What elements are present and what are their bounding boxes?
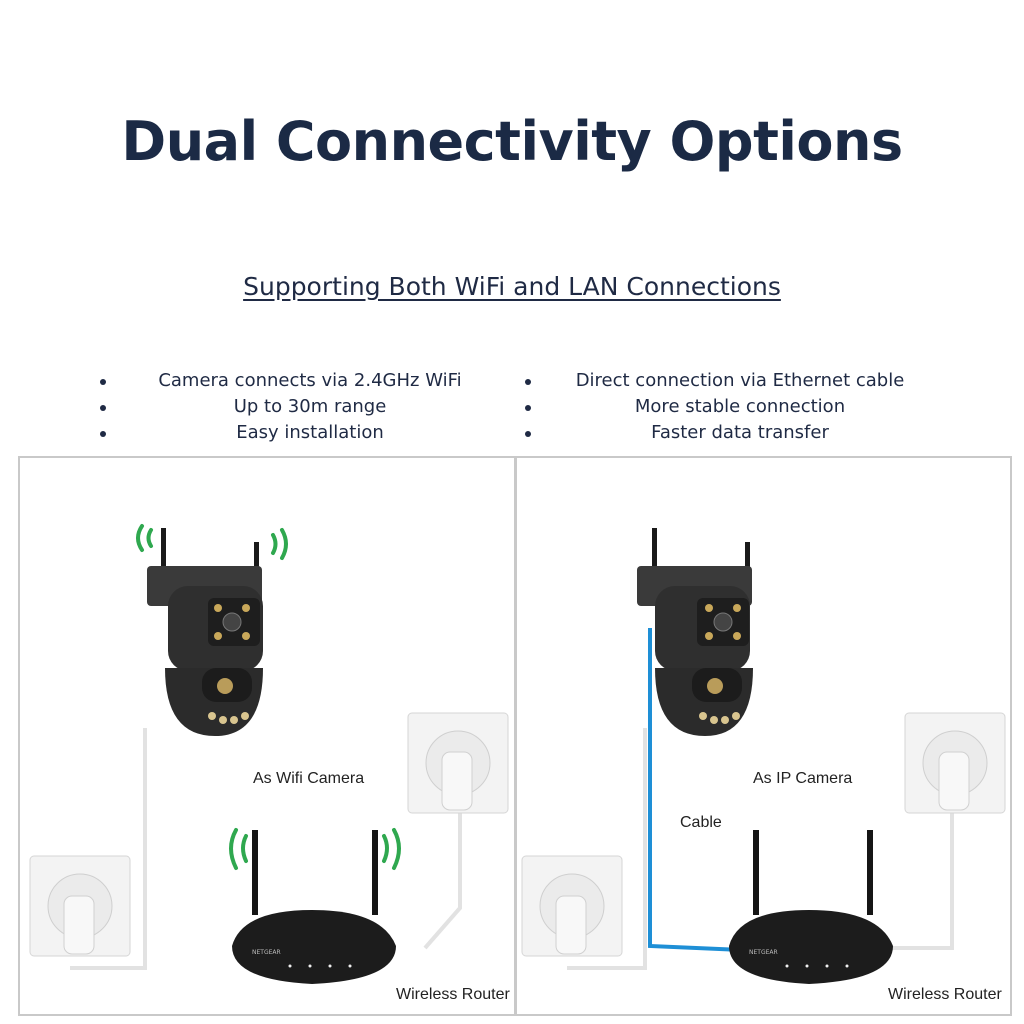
- bullet-icon: [100, 379, 106, 385]
- bullet-icon: [525, 405, 531, 411]
- bullet-icon: [100, 431, 106, 437]
- security-camera-icon: [637, 528, 753, 736]
- router-brand: NETGEAR: [749, 949, 778, 956]
- router-brand: NETGEAR: [252, 949, 281, 956]
- list-item: Faster data transfer: [510, 420, 980, 446]
- lan-diagram-panel: NETGEAR As IP Camera Cable Wireless Rout…: [515, 456, 1012, 1016]
- bullet-icon: [100, 405, 106, 411]
- bullet-icon: [525, 431, 531, 437]
- page-title: Dual Connectivity Options: [121, 110, 903, 173]
- wall-socket-icon: [29, 855, 131, 957]
- camera-mode-label: As IP Camera: [753, 770, 853, 787]
- list-item: Camera connects via 2.4GHz WiFi: [80, 368, 530, 394]
- lan-feature-list: Direct connection via Ethernet cable Mor…: [510, 368, 980, 446]
- wifi-signal-icon: [229, 828, 401, 870]
- wall-socket-icon: [407, 712, 509, 814]
- wifi-feature-list: Camera connects via 2.4GHz WiFi Up to 30…: [80, 368, 530, 446]
- wifi-diagram-panel: NETGEAR As Wifi Camera Wireless Router: [18, 456, 516, 1016]
- camera-mode-label: As Wifi Camera: [253, 770, 365, 787]
- wireless-router-icon: NETGEAR: [232, 830, 396, 984]
- list-item: More stable connection: [510, 394, 980, 420]
- list-item: Easy installation: [80, 420, 530, 446]
- bullet-icon: [525, 379, 531, 385]
- wifi-diagram: NETGEAR: [29, 524, 509, 984]
- cable-label: Cable: [680, 814, 722, 831]
- router-label: Wireless Router: [396, 986, 510, 1003]
- list-item: Up to 30m range: [80, 394, 530, 420]
- list-item: Direct connection via Ethernet cable: [510, 368, 980, 394]
- wall-socket-icon: [904, 712, 1006, 814]
- wifi-signal-icon: [136, 524, 288, 560]
- lan-diagram: NETGEAR: [521, 528, 1006, 984]
- wireless-router-icon: NETGEAR: [729, 830, 893, 984]
- ethernet-cable: [648, 628, 743, 952]
- router-label: Wireless Router: [888, 986, 1002, 1003]
- wall-socket-icon: [521, 855, 623, 957]
- security-camera-icon: [147, 528, 263, 736]
- page-subtitle: Supporting Both WiFi and LAN Connections: [243, 272, 781, 301]
